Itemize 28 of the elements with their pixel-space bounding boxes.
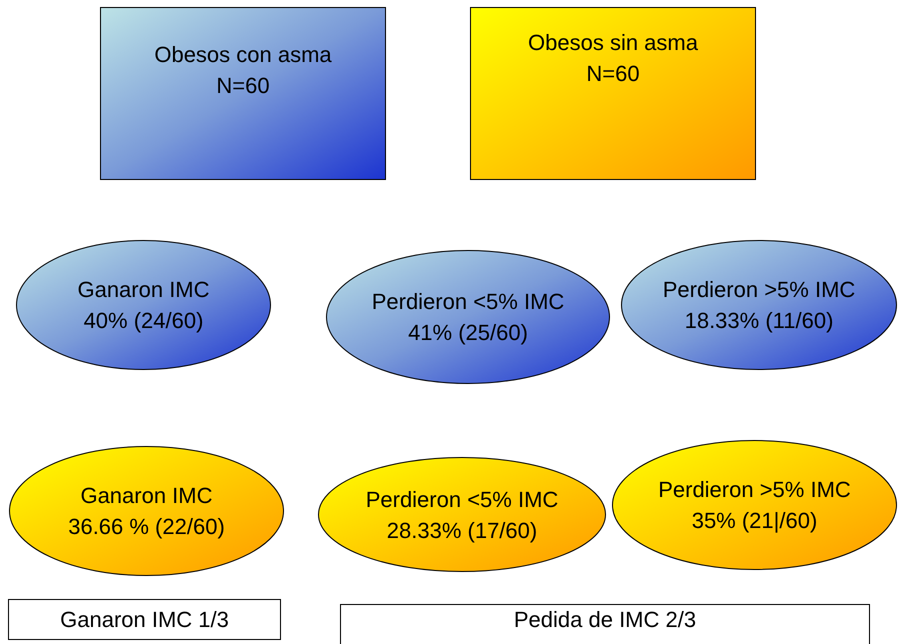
node-text: Obesos con asma <box>154 40 332 68</box>
node-text: Pedida de IMC 2/3 <box>514 606 696 634</box>
node-text: Perdieron >5% IMC <box>658 476 851 504</box>
node-text: 28.33% (17/60) <box>386 516 538 544</box>
ellipse-node <box>9 446 284 576</box>
node-text: N=60 <box>215 72 271 100</box>
group-box <box>100 7 386 180</box>
summary-box <box>340 604 870 644</box>
node-text: Perdieron <5% IMC <box>366 486 558 514</box>
node-text: Ganaron IMC 1/3 <box>60 606 229 634</box>
node-text: Perdieron >5% IMC <box>662 276 856 304</box>
ellipse-node <box>612 440 897 570</box>
node-text: N=60 <box>585 60 641 88</box>
ellipse-node <box>621 240 897 370</box>
ellipse-node <box>318 457 606 572</box>
node-text: Perdieron <5% IMC <box>372 288 564 316</box>
node-text: 40% (24/60) <box>82 307 204 335</box>
node-text: 41% (25/60) <box>407 319 529 347</box>
node-text: 36.66 % (22/60) <box>68 513 225 541</box>
group-box <box>470 7 756 180</box>
summary-box <box>8 599 281 640</box>
node-text: 35% (21|/60) <box>690 507 818 535</box>
node-text: Ganaron IMC <box>79 482 214 510</box>
node-text: 18.33% (11/60) <box>684 307 834 335</box>
node-text: Obesos sin asma <box>528 28 698 56</box>
ellipse-node <box>16 240 271 370</box>
ellipse-node <box>326 250 610 384</box>
node-text: Ganaron IMC <box>77 276 210 304</box>
